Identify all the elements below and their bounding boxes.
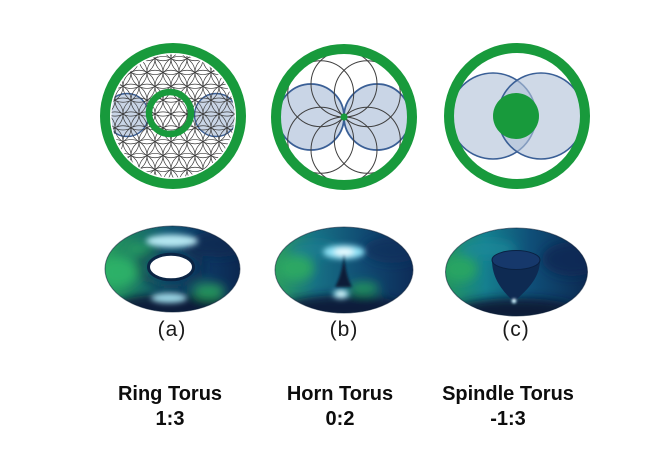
- caption-spindle-torus: Spindle Torus -1:3: [408, 382, 608, 432]
- center-green-disc: [493, 93, 539, 139]
- ring-torus-diagram: [100, 43, 246, 189]
- caption-horn-torus: Horn Torus 0:2: [240, 382, 440, 432]
- panel-letter-b: (b): [329, 318, 359, 341]
- caption-horn-torus-name: Horn Torus: [286, 383, 394, 405]
- inner-green-ring: [145, 88, 195, 138]
- horn-torus-diagram: [271, 44, 417, 190]
- torus-diagrams-canvas: [100, 43, 590, 317]
- spindle-torus-3d: [445, 227, 588, 317]
- horn-cusp: [335, 254, 352, 287]
- torus-hole: [147, 252, 195, 282]
- horn-torus-3d: [274, 226, 414, 314]
- outer-green-ring-a: [100, 43, 246, 189]
- spindle-bump: [492, 260, 540, 302]
- caption-ring-torus: Ring Torus 1:3: [70, 382, 270, 432]
- panel-letter-a: (a): [157, 318, 187, 341]
- caption-ring-torus-ratio: 1:3: [155, 408, 185, 430]
- caption-spindle-torus-name: Spindle Torus: [442, 383, 574, 405]
- panel-letter-c: (c): [502, 318, 530, 341]
- outer-green-ring-c: [444, 43, 590, 189]
- spindle-torus-diagram: [444, 43, 590, 189]
- outer-green-ring-b: [271, 44, 417, 190]
- center-green-dot: [340, 113, 348, 121]
- caption-spindle-torus-ratio: -1:3: [490, 408, 526, 430]
- seed-circles: [287, 50, 401, 184]
- ring-torus-3d: [104, 225, 241, 313]
- caption-horn-torus-ratio: 0:2: [325, 408, 355, 430]
- caption-ring-torus-name: Ring Torus: [117, 383, 223, 405]
